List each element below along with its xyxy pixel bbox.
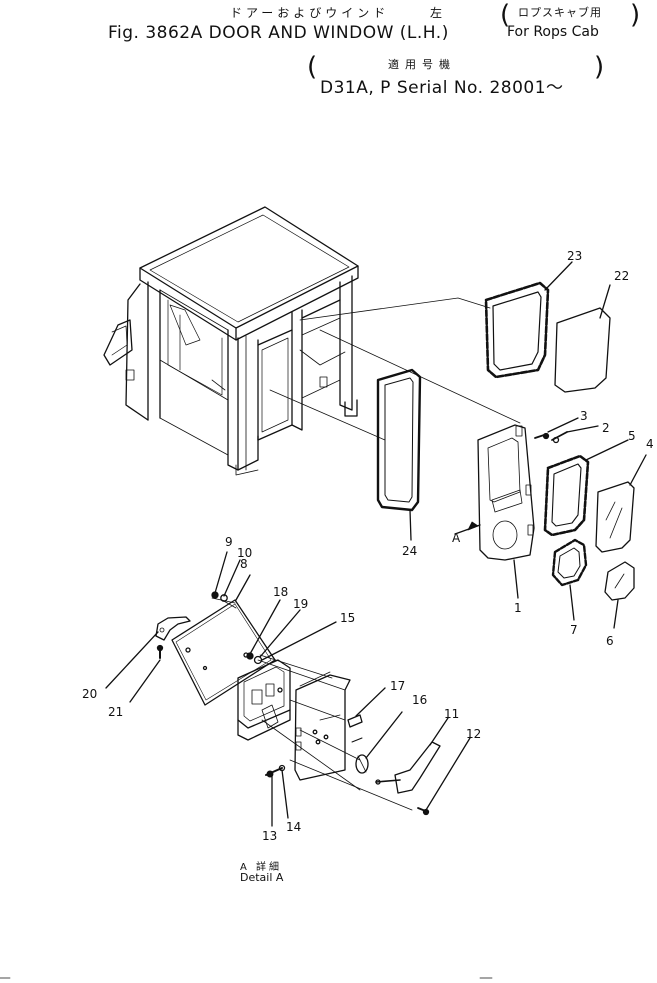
lock-assembly: [237, 659, 291, 741]
label-4: 4: [646, 437, 654, 451]
label-13: 13: [262, 829, 277, 843]
knob-16: [351, 711, 403, 774]
label-3: 3: [580, 409, 588, 423]
label-8: 8: [240, 557, 248, 571]
japanese-cab-note: ロプスキャブ用: [518, 6, 602, 19]
bolt-17: [347, 687, 386, 728]
cab-leader-lines: [269, 297, 521, 441]
handle-11: [375, 717, 449, 794]
label-16: 16: [412, 693, 427, 707]
detail-a-japanese: A 詳細: [240, 862, 283, 873]
inner-handle-20: [105, 616, 191, 689]
title-block: ドアーおよびウインド 左 ( ロプスキャブ用 ) Fig. 3862A DOOR…: [0, 0, 657, 110]
screw-21: [129, 644, 164, 703]
detail-marker-a: A: [452, 531, 461, 545]
bracket-left-2: (: [307, 52, 318, 82]
door-inner-plate: [294, 671, 351, 781]
label-5: 5: [628, 429, 636, 443]
label-2: 2: [602, 421, 610, 435]
detail-a-leader-lines: [211, 597, 413, 811]
label-11: 11: [444, 707, 459, 721]
label-20: 20: [82, 687, 97, 701]
bracket-right-2: ): [594, 52, 605, 82]
window-seal-7: [551, 538, 588, 621]
bracket-right: ): [630, 0, 641, 30]
label-6: 6: [606, 634, 614, 648]
label-23: 23: [567, 249, 582, 263]
window-seal-5: [543, 439, 629, 537]
window-glass-24: [376, 368, 422, 541]
cab-note: For Rops Cab: [507, 24, 599, 40]
glass-6: [604, 561, 635, 629]
label-18: 18: [273, 585, 288, 599]
japanese-title: ドアーおよびウインド: [230, 6, 390, 20]
glass-4: [595, 454, 647, 553]
label-1: 1: [514, 601, 522, 615]
washers-18-19: [246, 599, 337, 665]
label-12: 12: [466, 727, 481, 741]
label-17: 17: [390, 679, 405, 693]
label-7: 7: [570, 623, 578, 637]
detail-a-label: Detail A: [240, 871, 284, 884]
screw-9-washer-10: [211, 551, 241, 602]
label-10: 10: [237, 546, 252, 560]
label-14: 14: [286, 820, 301, 834]
label-22: 22: [614, 269, 629, 283]
japanese-applicable: 適用号機: [388, 58, 456, 71]
label-15: 15: [340, 611, 355, 625]
screws-2-3: [534, 417, 599, 444]
part-labels: 1 2 3 4 5 6 7 8 9 10 11 12 13 14 15 16 1…: [82, 249, 654, 843]
glass-22: [554, 284, 611, 393]
bracket-left: (: [500, 0, 511, 30]
screw-12: [417, 737, 471, 816]
japanese-side: 左: [430, 6, 443, 20]
label-9: 9: [225, 535, 233, 549]
label-19: 19: [293, 597, 308, 611]
label-21: 21: [108, 705, 123, 719]
plate-8: [171, 574, 276, 706]
cab-frame: [103, 206, 359, 476]
window-seal-23: [484, 261, 573, 379]
door-1: [454, 424, 535, 599]
bolt-13-washer-14: [265, 764, 289, 827]
label-24: 24: [402, 544, 417, 558]
serial-number: D31A, P Serial No. 28001～: [320, 78, 564, 98]
figure-title: Fig. 3862A DOOR AND WINDOW (L.H.): [108, 23, 449, 43]
